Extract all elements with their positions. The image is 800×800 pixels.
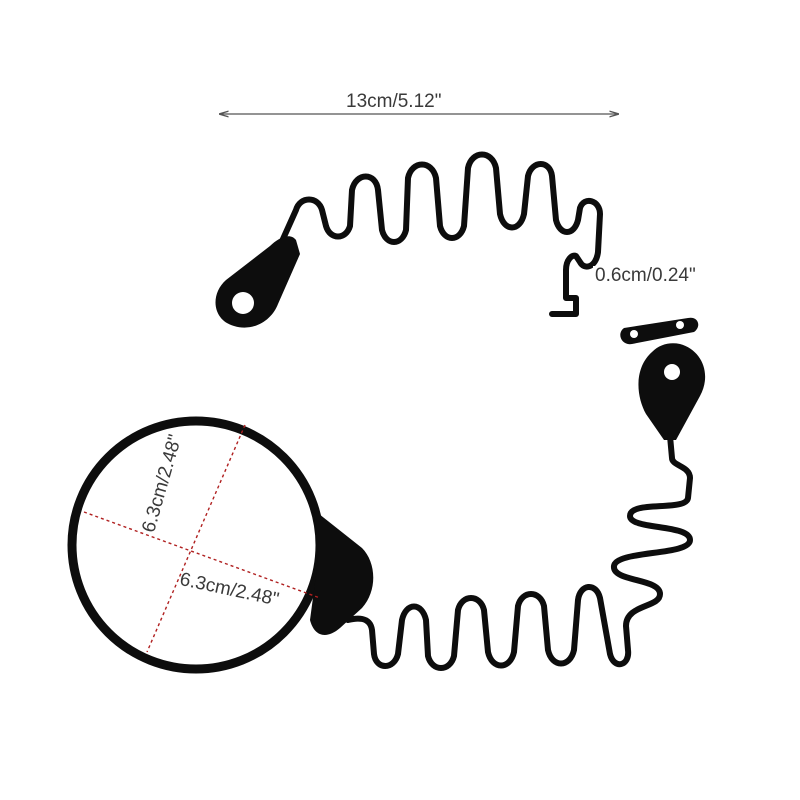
right-tab-hole [664,364,680,380]
vertical-diameter-guide [146,424,246,653]
hole-size-label: 0.6cm/0.24" [593,265,698,286]
upper-coiled-strap [267,151,603,317]
upper-teardrop-tab [215,236,300,328]
clip-hole-1 [630,330,638,338]
overall-length-label: 13cm/5.12" [346,91,442,112]
upper-tab-hole [232,292,254,314]
clip-hole-2 [676,321,684,329]
large-ring [67,416,325,674]
lower-coiled-strap [345,433,693,671]
ring-collar-tab [310,510,374,635]
right-teardrop-tab [638,343,706,440]
